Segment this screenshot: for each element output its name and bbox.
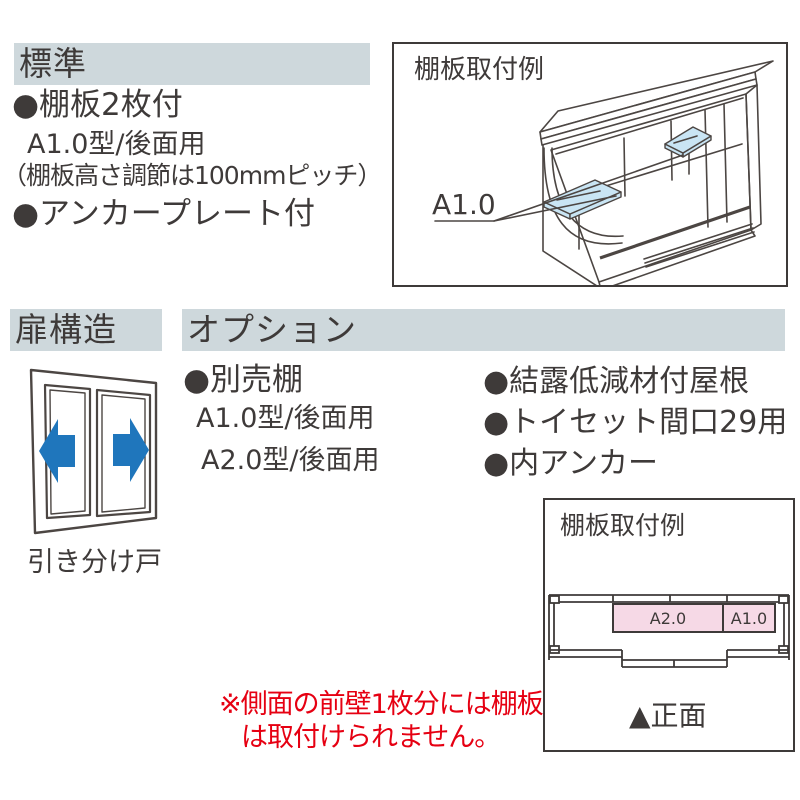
sliding-door-diagram	[29, 368, 158, 535]
front-direction-caption: ▲正面	[629, 699, 707, 732]
arrow-right-icon	[113, 418, 149, 482]
standard-item-shelves: ●棚板2枚付	[12, 87, 183, 123]
iso-shelf-label: A1.0	[432, 188, 496, 221]
section-header-options: オプション	[182, 309, 785, 351]
note-line-2: は取付けられません。	[241, 722, 501, 753]
door-caption: 引き分け戸	[27, 547, 162, 578]
option-toi-set: ●トイセット間口29用	[483, 405, 788, 440]
iso-shelf-example-title: 棚板取付例	[414, 55, 545, 85]
iso-shelf-example-box: 棚板取付例	[392, 42, 788, 287]
plan-shelf-a10-label: A1.0	[731, 609, 767, 628]
option-shelf-a20: A2.0型/後面用	[201, 445, 380, 476]
iso-cabinet-drawing: A1.0	[432, 60, 774, 285]
standard-item-shelf-type: A1.0型/後面用	[27, 129, 206, 160]
section-header-standard: 標準	[14, 43, 370, 85]
front-shelf-example-box: 棚板取付例 A2.0 A1.0	[543, 498, 795, 752]
note-line-1: ※側面の前壁1枚分には棚板	[219, 689, 544, 720]
section-header-door: 扉構造	[10, 309, 162, 351]
standard-item-anchor-plate: ●アンカープレート付	[12, 196, 315, 232]
option-shelf-a10: A1.0型/後面用	[196, 403, 375, 434]
front-plan-drawing: A2.0 A1.0	[548, 594, 790, 668]
option-condensation-roof: ●結露低減材付屋根	[483, 364, 750, 399]
plan-shelf-a20-label: A2.0	[650, 609, 686, 628]
option-separate-shelf: ●別売棚	[183, 362, 304, 398]
shelf-restriction-note: ※側面の前壁1枚分には棚板 は取付けられません。	[219, 688, 544, 754]
front-shelf-example-title: 棚板取付例	[560, 511, 686, 540]
standard-item-pitch-note: （棚板高さ調節は100mmピッチ）	[2, 161, 382, 190]
arrow-left-icon	[39, 419, 75, 483]
option-inner-anchor: ●内アンカー	[483, 446, 658, 481]
